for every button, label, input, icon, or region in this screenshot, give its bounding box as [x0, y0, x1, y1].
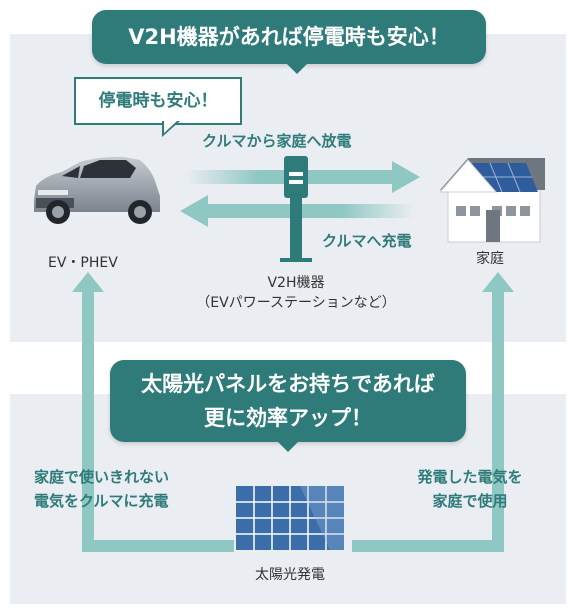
solar-panel-icon	[236, 486, 344, 550]
label-solar-to-car-2: 電気をクルマに充電	[34, 492, 169, 510]
label-home: 家庭	[476, 251, 504, 267]
top-banner: V2H機器があれば停電時も安心！	[92, 10, 486, 64]
home-icon	[438, 158, 545, 243]
label-to-car: クルマへ充電	[322, 232, 412, 250]
label-v2h: V2H機器	[267, 275, 325, 291]
ev-car-icon	[34, 156, 160, 224]
arrow-solar-to-home	[352, 272, 514, 552]
label-v2h-sub: （EVパワーステーションなど）	[196, 295, 396, 311]
label-solar-to-home-1: 発電した電気を	[417, 468, 523, 486]
label-solar-to-home-2: 家庭で使用	[432, 492, 508, 510]
label-ev-phev: EV・PHEV	[48, 255, 118, 271]
arrow-to-car	[180, 195, 414, 227]
middle-banner: 太陽光パネルをお持ちであれば 更に効率アップ！	[110, 360, 466, 442]
middle-banner-line2: 更に効率アップ！	[204, 406, 372, 430]
middle-banner-line1: 太陽光パネルをお持ちであれば	[141, 372, 435, 396]
middle-banner-pointer	[277, 441, 299, 452]
label-car-to-home: クルマから家庭へ放電	[202, 132, 352, 150]
arrow-solar-to-car	[72, 272, 234, 552]
outage-callout: 停電時も安心！	[74, 77, 242, 125]
top-banner-pointer	[286, 63, 308, 74]
v2h-charger-icon	[280, 156, 312, 262]
label-solar-to-car-1: 家庭で使いきれない	[34, 468, 170, 486]
label-solar: 太陽光発電	[255, 567, 325, 583]
